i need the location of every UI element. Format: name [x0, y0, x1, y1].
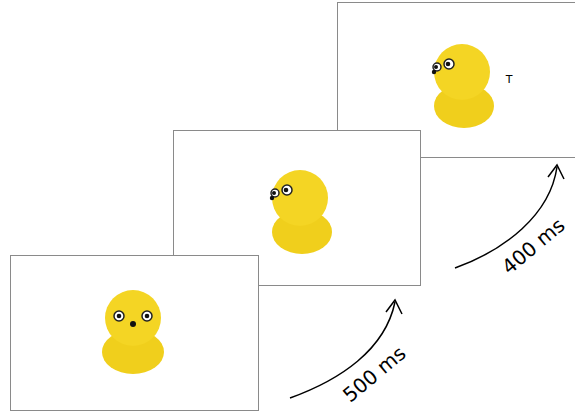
duration-label: 400 ms [498, 214, 568, 277]
arrow-head [548, 165, 564, 179]
screen-frame [11, 256, 259, 411]
arrow-head [386, 300, 402, 314]
target-letter: T [506, 74, 513, 85]
time-arrow [455, 167, 557, 268]
robot [102, 290, 164, 374]
duration-label: 500 ms [339, 342, 409, 405]
time-arrow [290, 302, 395, 398]
robot [270, 170, 332, 254]
robot [432, 44, 494, 128]
